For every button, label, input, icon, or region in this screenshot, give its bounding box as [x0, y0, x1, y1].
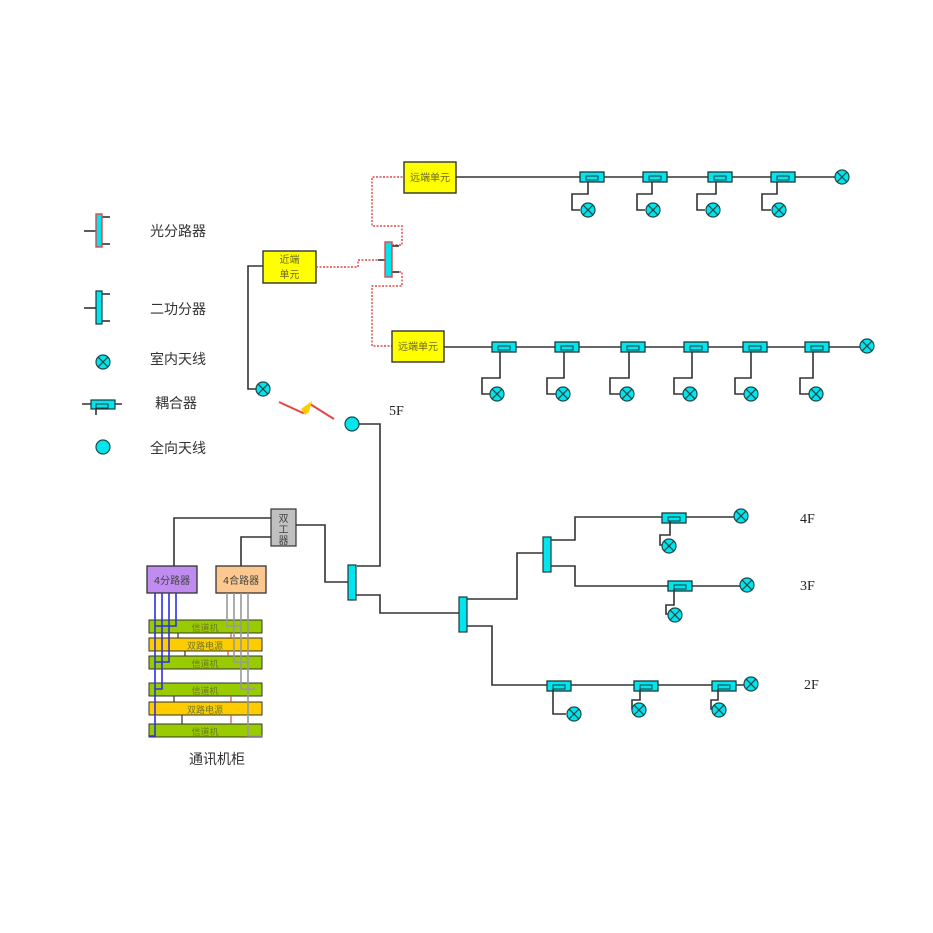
fiber-near-to-splitter: [316, 259, 378, 268]
floor-3f-branch: [665, 577, 755, 623]
floor-4f-branch: [659, 508, 749, 554]
fiber-to-remote-bottom: [371, 271, 403, 347]
splitter-feed-cables: [149, 593, 177, 737]
donor-antenna-icon: [255, 381, 271, 397]
rack-row-2: 双路电源: [187, 640, 223, 652]
omni-feeder: [357, 423, 381, 567]
near-end-unit: 近端 单元: [262, 250, 317, 284]
legend: 光分路器 二功分器 室内天线 耦合器 全向天线: [82, 213, 206, 457]
bottom-couplers: [481, 341, 830, 402]
wireless-link-icon: [278, 401, 335, 420]
rack-row-3: 信道机: [191, 658, 218, 670]
near-end-label-2: 单元: [280, 269, 300, 281]
four-way-splitter-label: 4分路器: [154, 574, 190, 587]
rack-row-1: 信道机: [191, 622, 218, 634]
near-end-feeder: [247, 265, 263, 390]
top-end-antenna: [834, 169, 850, 185]
legend-label-indoor-antenna: 室内天线: [150, 351, 206, 368]
four-way-combiner-label: 4合路器: [223, 574, 259, 587]
two-way-splitter-3: [542, 536, 552, 573]
omni-antenna-5f: [344, 416, 360, 432]
fiber-to-remote-top: [371, 176, 404, 246]
optical-splitter-icon: [84, 213, 110, 248]
four-way-splitter: [146, 565, 198, 594]
top-couplers: [571, 171, 796, 218]
floor-label-5f: 5F: [389, 404, 404, 419]
floor-label-2f: 2F: [804, 678, 819, 693]
rack-row-4: 信道机: [191, 685, 218, 697]
duplexer: 双 工 器: [270, 508, 297, 547]
legend-label-omni-antenna: 全向天线: [150, 440, 206, 457]
four-way-combiner: [215, 565, 267, 594]
legend-label-optical-splitter: 光分路器: [150, 224, 206, 240]
communication-cabinet: 4分路器 4合路器 信道机 双路电源 信道机 信道机 双路电源 信道机: [146, 565, 267, 768]
combiner-feed-cables: [226, 593, 262, 737]
legend-label-two-way-splitter: 二功分器: [150, 302, 206, 318]
near-end-label-1: 近端: [280, 253, 300, 266]
floor-label-3f: 3F: [800, 579, 815, 594]
duplexer-label-3: 器: [279, 535, 289, 547]
rack-row-6: 信道机: [191, 726, 218, 738]
duplexer-label-1: 双: [279, 513, 289, 525]
omni-antenna-icon: [95, 439, 111, 455]
cabinet-title: 通讯机柜: [189, 752, 245, 768]
rack-row-5: 双路电源: [187, 704, 223, 716]
two-way-splitter-1: [347, 564, 357, 601]
floor-2f-branch: [546, 676, 759, 722]
duplexer-label-2: 工: [279, 525, 289, 536]
coupler-icon: [82, 399, 122, 415]
remote-top-label: 远端单元: [410, 171, 450, 184]
two-way-splitter-2: [458, 596, 468, 633]
bottom-end-antenna: [859, 338, 875, 354]
floor-label-4f: 4F: [800, 512, 815, 527]
legend-label-coupler: 耦合器: [155, 396, 197, 412]
remote-unit-top: 远端单元: [403, 161, 457, 194]
remote-unit-bottom: 远端单元: [391, 330, 445, 363]
indoor-antenna-icon: [95, 354, 111, 370]
two-way-splitter-icon: [84, 290, 110, 325]
optical-splitter: [384, 241, 399, 278]
remote-bottom-label: 远端单元: [398, 340, 438, 353]
